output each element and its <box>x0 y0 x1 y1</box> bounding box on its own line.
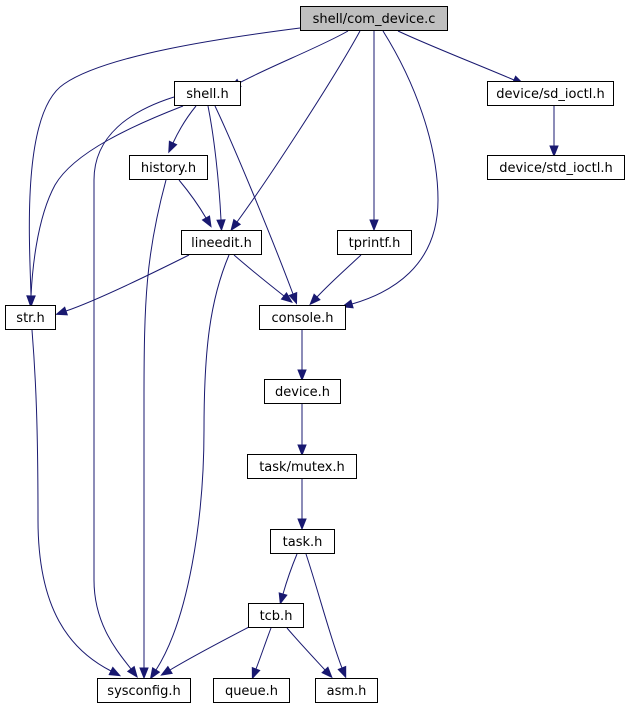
node-sd-ioctl-h[interactable]: device/sd_ioctl.h <box>487 81 614 106</box>
edge-root-to-tprintf-h <box>369 30 379 232</box>
node-label: asm.h <box>327 684 367 699</box>
node-sysconfig-h[interactable]: sysconfig.h <box>97 678 191 703</box>
node-label: queue.h <box>225 684 278 699</box>
node-label: device/std_ioctl.h <box>499 161 613 176</box>
edge-device-h-to-mutex-h <box>297 404 307 457</box>
edge-task-h-to-asm-h <box>305 553 347 679</box>
node-label: device/sd_ioctl.h <box>496 87 604 102</box>
edge-root-to-sd-ioctl-h <box>397 30 525 85</box>
edge-shell-h-to-history-h <box>168 105 197 154</box>
nodes-layer: shell/com_device.c shell.h device/sd_ioctl… <box>5 6 625 703</box>
node-lineedit-h[interactable]: lineedit.h <box>181 230 262 255</box>
edge-mutex-h-to-task-h <box>297 479 307 531</box>
edge-shell-h-to-lineedit-h <box>207 105 226 232</box>
node-shell-h[interactable]: shell.h <box>174 81 241 106</box>
edge-shell-h-to-sysconfig-h <box>93 96 175 678</box>
node-std-ioctl-h[interactable]: device/std_ioctl.h <box>487 155 625 180</box>
node-label: history.h <box>141 161 196 176</box>
node-console-h[interactable]: console.h <box>259 305 346 330</box>
edge-shell-h-to-str-h <box>26 105 184 308</box>
node-label: sysconfig.h <box>107 684 180 699</box>
node-tcb-h[interactable]: tcb.h <box>248 603 304 628</box>
edge-str-h-to-sysconfig-h <box>31 329 122 677</box>
node-str-h[interactable]: str.h <box>5 305 56 330</box>
edge-sd-ioctl-h-to-std-ioctl-h <box>549 106 559 158</box>
node-label: tcb.h <box>260 609 293 624</box>
edge-lineedit-h-to-console-h <box>233 254 293 304</box>
node-asm-h[interactable]: asm.h <box>315 678 378 703</box>
node-device-h[interactable]: device.h <box>264 379 341 404</box>
node-label: str.h <box>16 311 44 326</box>
edge-history-h-to-sysconfig-h <box>139 179 167 680</box>
edge-root-to-console-h <box>341 30 439 309</box>
node-root[interactable]: shell/com_device.c <box>300 6 448 31</box>
edges-layer <box>26 27 559 680</box>
edge-tcb-h-to-queue-h <box>251 627 272 680</box>
edge-lineedit-h-to-str-h <box>55 254 190 316</box>
edge-root-to-shell-h <box>229 30 349 89</box>
node-label: console.h <box>271 311 333 326</box>
node-history-h[interactable]: history.h <box>129 155 208 180</box>
edge-console-h-to-device-h <box>297 330 307 382</box>
edge-tcb-h-to-asm-h <box>286 627 333 679</box>
node-label: device.h <box>275 385 330 400</box>
node-label: shell.h <box>186 87 229 102</box>
edge-shell-h-to-console-h <box>214 105 298 305</box>
node-label: shell/com_device.c <box>313 12 436 27</box>
node-queue-h[interactable]: queue.h <box>213 678 290 703</box>
node-label: task.h <box>283 535 323 550</box>
node-task-h[interactable]: task.h <box>270 529 335 554</box>
edge-task-h-to-tcb-h <box>278 553 298 605</box>
edge-root-to-lineedit-h <box>230 30 361 232</box>
node-label: tprintf.h <box>349 236 401 251</box>
edge-tcb-h-to-sysconfig-h <box>160 626 250 676</box>
edge-lineedit-h-to-sysconfig-h <box>149 254 230 680</box>
node-label: lineedit.h <box>191 236 252 251</box>
node-label: task/mutex.h <box>259 460 345 475</box>
edge-tprintf-h-to-console-h <box>309 254 362 306</box>
node-tprintf-h[interactable]: tprintf.h <box>337 230 412 255</box>
edge-history-h-to-lineedit-h <box>178 179 212 228</box>
node-mutex-h[interactable]: task/mutex.h <box>247 454 357 479</box>
